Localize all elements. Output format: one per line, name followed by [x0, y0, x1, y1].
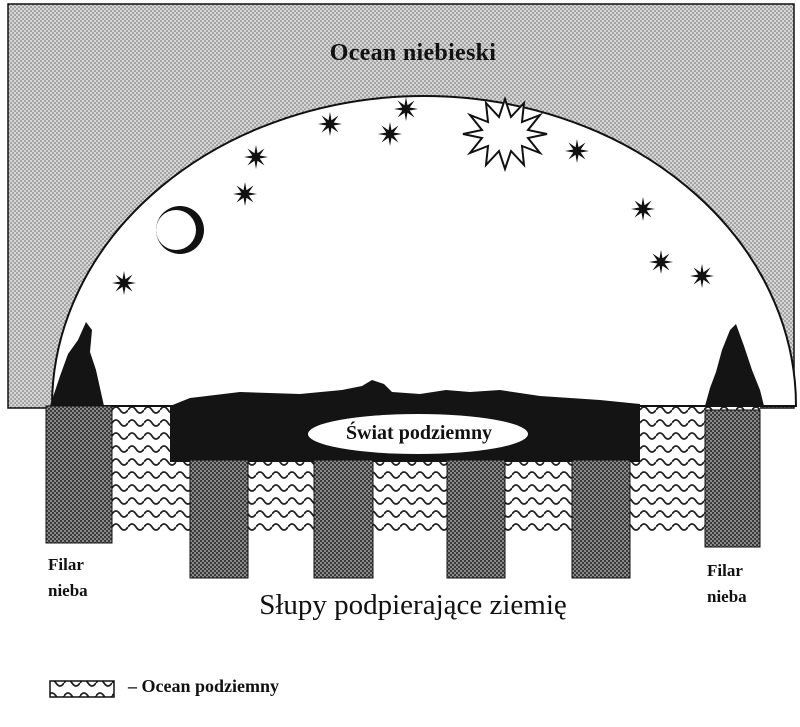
stars-group [112, 97, 714, 295]
sky-pillar-right-label-line2: nieba [707, 587, 747, 606]
underworld-label: Świat podziemny [345, 422, 493, 444]
star-icon [394, 97, 418, 121]
sky-ocean-label: Ocean niebieski [329, 40, 497, 66]
sky-pillar-right-label-line1: Filar [707, 561, 743, 580]
star-icon [649, 250, 673, 274]
legend-label: – Ocean podziemny [128, 676, 279, 696]
sky-pillar-left [45, 405, 113, 544]
earth-pillar [571, 459, 631, 579]
sky-pillar-left-label: Filar nieba [48, 552, 128, 604]
crescent-moon-icon [156, 206, 204, 254]
star-icon [631, 197, 655, 221]
star-icon [690, 264, 714, 288]
sky-dome [50, 95, 798, 407]
mountain-left [50, 322, 104, 406]
star-icon [244, 145, 268, 169]
star-icon [378, 122, 402, 146]
sky-pillar-left-label-line2: nieba [48, 581, 88, 600]
star-icon [565, 139, 589, 163]
earth-pillar [446, 459, 506, 579]
earth-pillar [189, 459, 249, 579]
legend-wave-swatch [49, 680, 115, 698]
sky-pillar-left-label-line1: Filar [48, 555, 84, 574]
sky-pillar-right-label: Filar nieba [707, 558, 787, 610]
earth-pillar [313, 459, 374, 579]
underworld-ellipse [308, 414, 528, 454]
star-icon [233, 182, 257, 206]
sky-pillar-right [704, 409, 761, 548]
star-icon [112, 271, 136, 295]
pillars-caption: Słupy podpierające ziemię [259, 589, 567, 621]
star-icon [318, 112, 342, 136]
sun-icon [462, 95, 548, 173]
mountain-right [705, 324, 764, 406]
